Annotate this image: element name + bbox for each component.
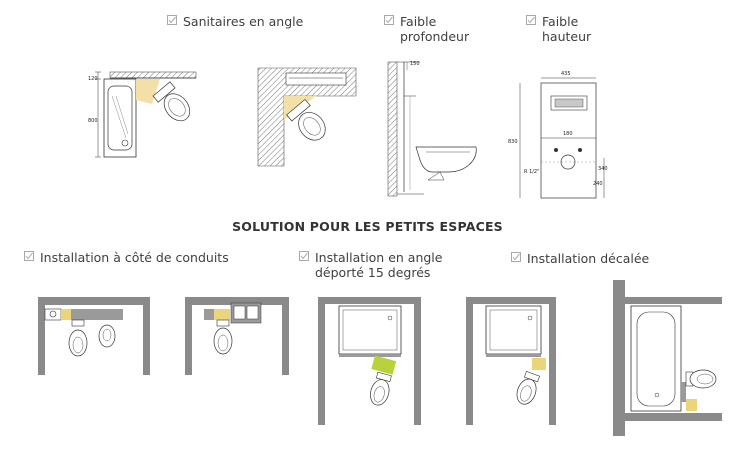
diagram-offset-bath (613, 280, 722, 436)
diagram-ducts-double (38, 297, 150, 375)
dim-height-total: 830 (508, 139, 518, 145)
dim-height-r: R 1/2" (524, 169, 539, 175)
diagram-ducts-shafts (185, 297, 289, 375)
label-depth-line2: profondeur (400, 29, 470, 44)
dim-height-240: 240 (593, 181, 603, 187)
dim-height-340: 340 (598, 166, 608, 172)
dim-corner-top: 120 (88, 76, 98, 82)
label-corner: Sanitaires en angle (167, 14, 303, 29)
checkbox-icon (167, 15, 177, 25)
section-title: SOLUTION POUR LES PETITS ESPACES (232, 219, 503, 234)
diagram-corner-bath: 120 800 (88, 71, 197, 158)
label-ducts: Installation à côté de conduits (24, 250, 229, 265)
label-corner-text: Sanitaires en angle (183, 14, 304, 29)
label-angle-line1: Installation en angle (315, 250, 443, 265)
checkbox-icon (511, 252, 521, 262)
diagram-angle-shower-2 (466, 297, 556, 425)
diagram-angle-shower (318, 297, 421, 425)
diagram-low-depth: 150 (387, 61, 477, 197)
label-depth: Faible profondeur (384, 14, 469, 44)
dim-height-mid: 180 (563, 131, 573, 137)
label-height-line2: hauteur (542, 29, 592, 44)
dim-depth-top: 150 (410, 61, 420, 67)
label-depth-line1: Faible (400, 14, 437, 29)
label-angle: Installation en angle déporté 15 degrés (299, 250, 442, 280)
diagram-low-height: 435 180 830 R 1/2" 340 240 (508, 71, 608, 199)
dim-corner-side: 800 (88, 118, 98, 124)
label-height-line1: Faible (542, 14, 579, 29)
checkbox-icon (24, 251, 34, 261)
checkbox-icon (299, 251, 309, 261)
label-offset-text: Installation décalée (527, 251, 650, 266)
label-offset: Installation décalée (511, 251, 649, 266)
label-angle-line2: déporté 15 degrés (315, 265, 431, 280)
diagram-corner-wall (257, 67, 357, 167)
label-ducts-text: Installation à côté de conduits (40, 250, 229, 265)
checkbox-icon (526, 15, 536, 25)
checkbox-icon (384, 15, 394, 25)
label-height: Faible hauteur (526, 14, 591, 44)
dim-height-width: 435 (561, 71, 571, 77)
